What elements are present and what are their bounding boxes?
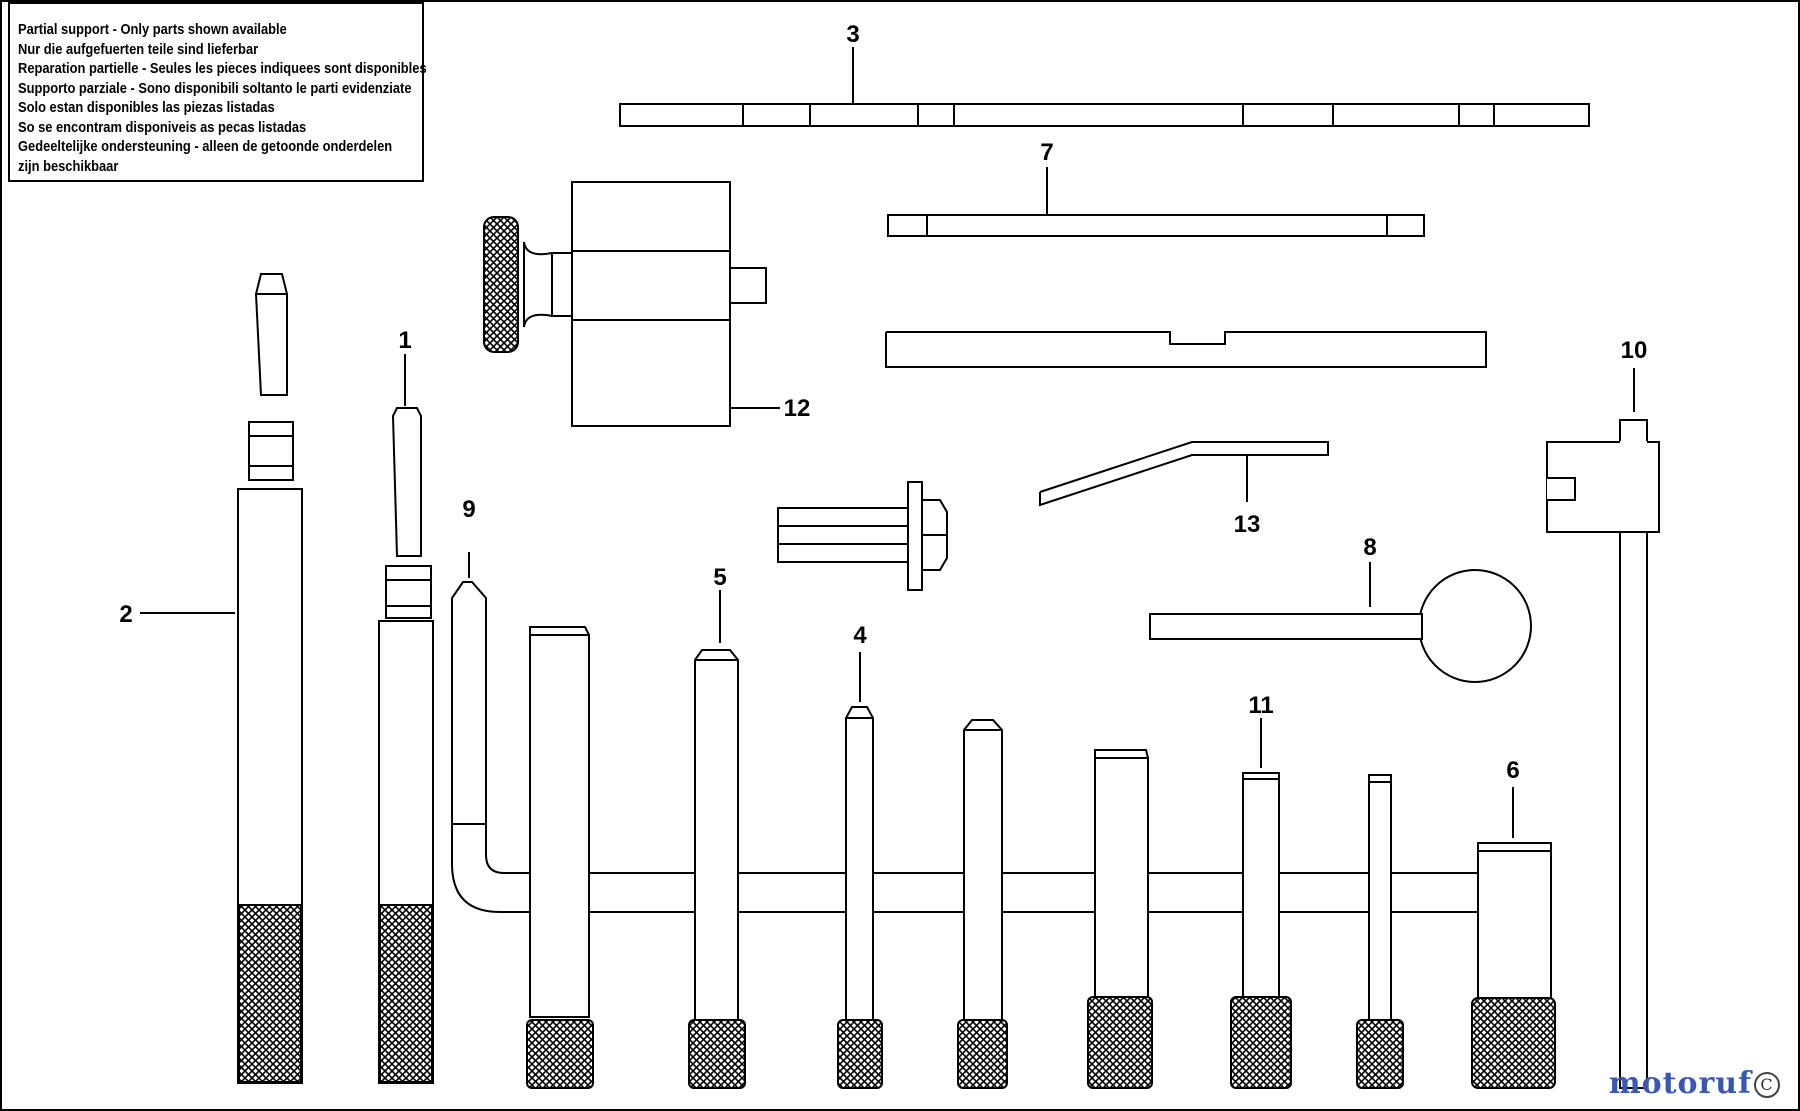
notice-line-en: Partial support - Only parts shown avail…	[18, 21, 287, 38]
flanged-bolt	[777, 481, 948, 591]
callout-8: 8	[1363, 534, 1376, 561]
part-8-disc-tool	[1149, 562, 1532, 683]
availability-notice: Partial support - Only parts shown avail…	[8, 2, 427, 182]
copyright-badge: C	[1754, 1072, 1780, 1098]
notice-line-es: Solo estan disponibles las piezas listad…	[18, 99, 275, 116]
callout-5: 5	[713, 564, 726, 591]
part-1-threaded-pin	[378, 354, 434, 1084]
pin-c	[1087, 749, 1153, 1089]
pin-b	[957, 719, 1008, 1089]
part-2-long-pin	[140, 273, 303, 1084]
part-7-thin-bar	[887, 167, 1425, 237]
pin-d	[1356, 774, 1404, 1089]
callout-1: 1	[398, 327, 411, 354]
callout-6: 6	[1506, 757, 1519, 784]
callout-13: 13	[1234, 511, 1261, 538]
part-11-pin	[1230, 718, 1292, 1089]
part-3-flat-bar	[619, 47, 1590, 127]
part-6-pin	[1471, 787, 1556, 1089]
callout-3: 3	[846, 21, 859, 48]
notice-line-pt: So se encontram disponiveis as pecas lis…	[18, 118, 307, 136]
pin-a	[526, 626, 594, 1089]
part-13-bent-rod	[1039, 441, 1329, 507]
callout-2: 2	[119, 601, 132, 628]
part-5-pin	[688, 590, 746, 1089]
callout-11: 11	[1248, 692, 1273, 719]
part-10-t-pin	[1546, 368, 1660, 1089]
part-4-pin	[837, 652, 883, 1089]
notice-line-fr: Reparation partielle - Seules les pieces…	[18, 60, 427, 77]
notice-line-nl-1: Gedeeltelijke ondersteuning - alleen de …	[18, 138, 393, 155]
watermark-text: motoruf	[1608, 1066, 1752, 1101]
notice-line-de: Nur die aufgefuerten teile sind lieferba…	[18, 40, 259, 58]
callout-4: 4	[853, 622, 867, 649]
notice-line-it: Supporto parziale - Sono disponibili sol…	[18, 79, 412, 97]
callout-7: 7	[1040, 139, 1053, 166]
callout-12: 12	[784, 395, 811, 422]
callout-10: 10	[1621, 337, 1648, 364]
notched-bar	[885, 331, 1487, 368]
notice-line-nl-2: zijn beschikbaar	[18, 157, 119, 175]
callout-9: 9	[462, 496, 475, 523]
part-12-locking-block	[483, 181, 780, 427]
